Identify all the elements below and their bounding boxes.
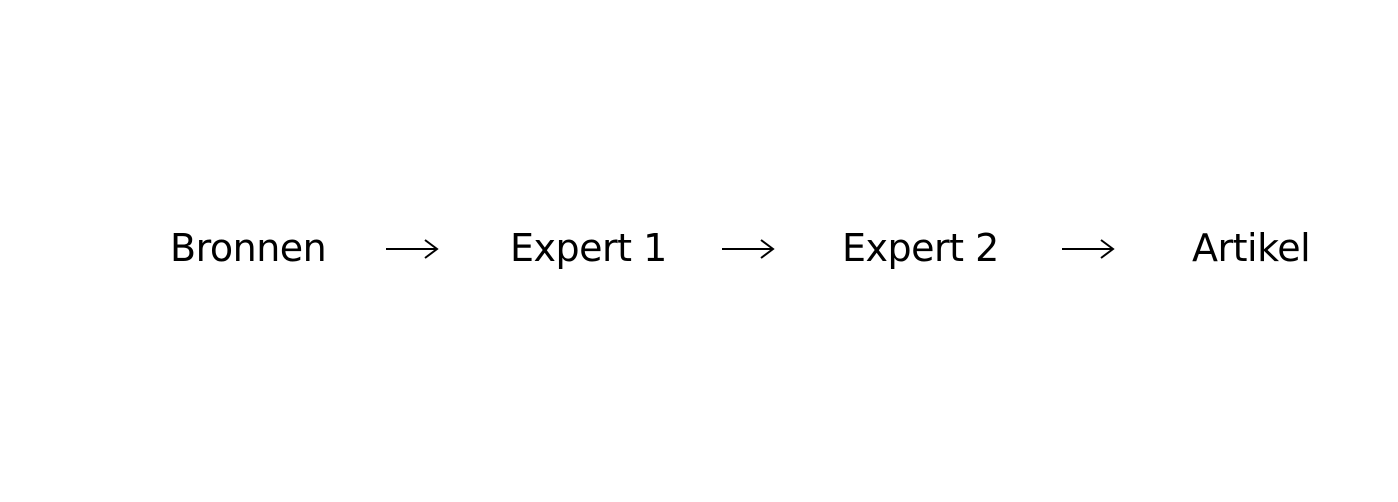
step-artikel: Artikel [1192, 226, 1311, 270]
step-expert-1: Expert 1 [510, 226, 667, 270]
right-arrow-icon [1061, 236, 1115, 262]
right-arrow-icon [385, 236, 439, 262]
step-bronnen: Bronnen [170, 226, 327, 270]
right-arrow-icon [721, 236, 775, 262]
step-expert-2: Expert 2 [842, 226, 999, 270]
